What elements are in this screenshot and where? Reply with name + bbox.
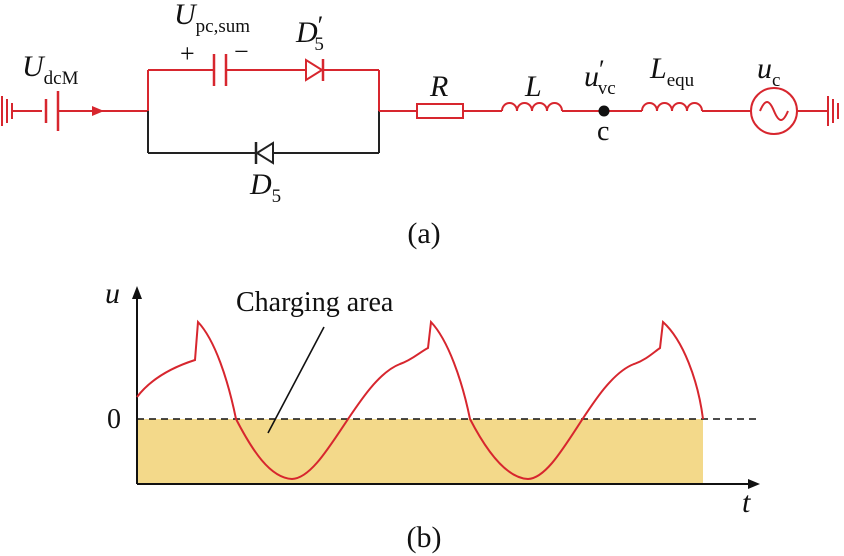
zero-label: 0 bbox=[107, 404, 121, 435]
diode-bottom-label: D5 bbox=[249, 168, 281, 207]
caption-b: (b) bbox=[407, 521, 442, 554]
voltage-waveform bbox=[136, 319, 704, 481]
equivalent-inductor-label: Lequ bbox=[649, 52, 695, 91]
charging-area-fill bbox=[137, 419, 703, 484]
annotation-leader-line bbox=[267, 326, 325, 434]
inductor-symbol bbox=[501, 102, 563, 112]
diode-top-label: D′5 bbox=[295, 11, 324, 55]
current-arrow-icon bbox=[92, 106, 104, 116]
capacitor-plus-sign: + bbox=[180, 39, 195, 68]
capacitor-label: Upc,sum bbox=[174, 0, 250, 37]
capacitor-minus-sign: − bbox=[234, 37, 249, 66]
diode-top-symbol bbox=[305, 58, 325, 82]
x-axis-arrow-icon bbox=[748, 479, 760, 489]
equivalent-inductor-symbol bbox=[641, 102, 703, 112]
resistor-symbol bbox=[416, 103, 464, 119]
bottom-branch bbox=[148, 111, 380, 154]
y-axis-label: u bbox=[105, 277, 120, 310]
ac-source-label: uc bbox=[757, 52, 780, 91]
y-axis-arrow-icon bbox=[132, 286, 142, 299]
annotation-label: Charging area bbox=[236, 287, 394, 318]
node-c-dot bbox=[598, 105, 610, 117]
caption-a: (a) bbox=[407, 217, 440, 250]
left-ground-symbol bbox=[1, 96, 42, 126]
resistor-label: R bbox=[429, 70, 448, 103]
node-label: c bbox=[597, 116, 609, 147]
x-axis-label: t bbox=[742, 486, 751, 519]
circuit-diagram bbox=[1, 54, 839, 165]
waveform-plot bbox=[132, 286, 760, 489]
diode-bottom-symbol bbox=[254, 141, 274, 165]
inductor-label: L bbox=[524, 70, 542, 103]
ac-source-symbol bbox=[750, 87, 798, 135]
source-label: UdcM bbox=[22, 50, 79, 89]
right-ground-symbol bbox=[827, 96, 839, 126]
node-voltage-label: u′vc bbox=[584, 55, 616, 99]
top-branch bbox=[148, 54, 380, 111]
